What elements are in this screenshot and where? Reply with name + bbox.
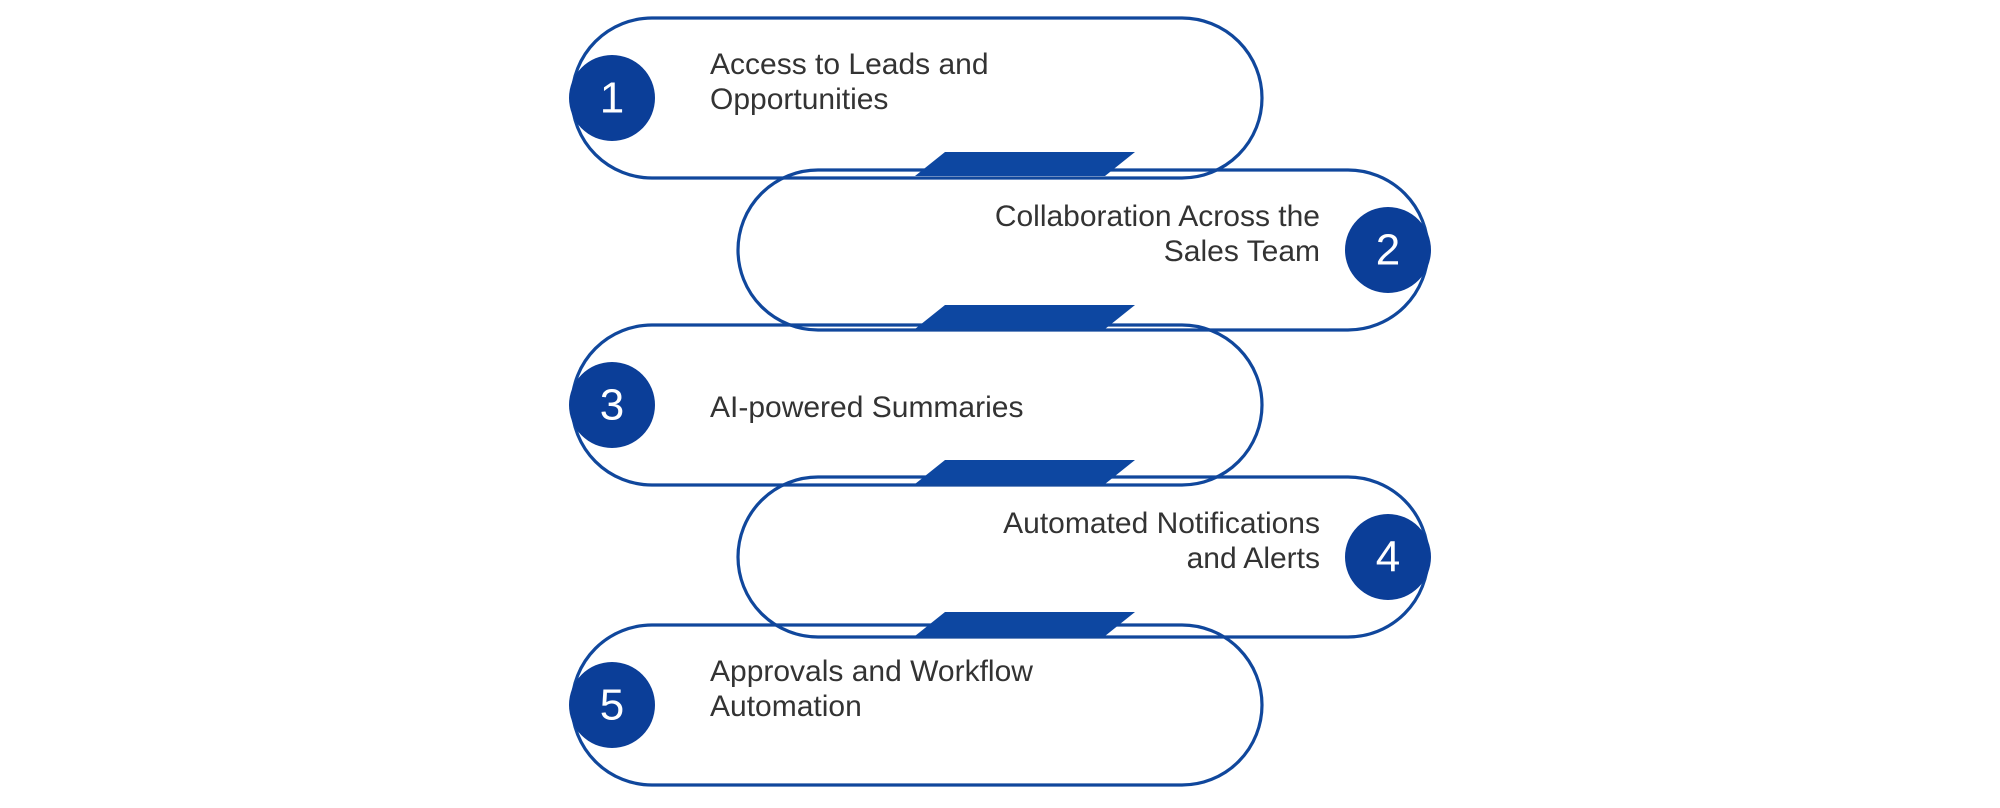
step-1-label: Access to Leads and Opportunities xyxy=(710,48,989,117)
step-2-number: 2 xyxy=(1376,226,1400,275)
step-5-circle[interactable]: 5 xyxy=(569,662,655,748)
step-4-circle[interactable]: 4 xyxy=(1345,514,1431,600)
step-1-circle[interactable]: 1 xyxy=(569,55,655,141)
step-5-number: 5 xyxy=(600,681,624,730)
step-4-label: Automated Notifications and Alerts xyxy=(1003,507,1320,576)
step-3-number: 3 xyxy=(600,381,624,430)
connector-bar-1 xyxy=(915,152,1135,176)
step-2-circle[interactable]: 2 xyxy=(1345,207,1431,293)
step-4-pill-outline xyxy=(736,475,1430,639)
step-1-pill-outline xyxy=(570,16,1264,180)
step-2-label: Collaboration Across the Sales Team xyxy=(994,200,1320,269)
connector-bar-3 xyxy=(915,460,1135,484)
connector-bar-2 xyxy=(915,305,1135,329)
step-2-pill-outline xyxy=(736,168,1430,332)
step-3-pill-outline xyxy=(570,323,1264,487)
step-5-label: Approvals and Workflow Automation xyxy=(710,655,1033,724)
step-3-label: AI-powered Summaries xyxy=(710,391,1024,424)
step-4-number: 4 xyxy=(1376,533,1400,582)
step-1-number: 1 xyxy=(600,74,624,123)
step-5-pill-outline xyxy=(570,623,1264,787)
connector-bar-4 xyxy=(915,612,1135,636)
step-3-circle[interactable]: 3 xyxy=(569,362,655,448)
